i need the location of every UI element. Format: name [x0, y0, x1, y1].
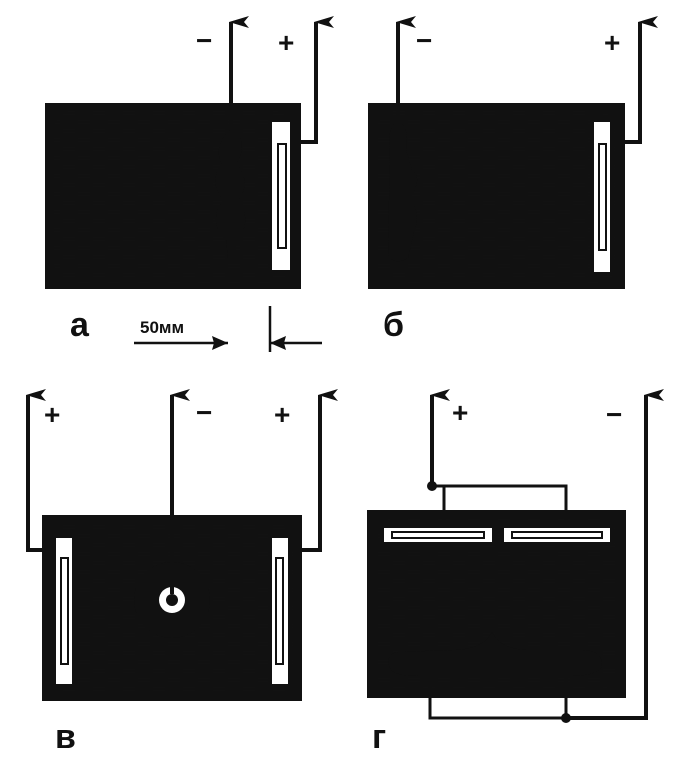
terminal-plus: +: [452, 397, 468, 428]
panel-label: б: [383, 306, 404, 344]
electrolyte: [54, 111, 292, 283]
cathode-workpiece: [388, 122, 418, 262]
terminal-plus-right: +: [274, 399, 290, 430]
terminal-minus: −: [416, 25, 432, 56]
terminal-plus-left: +: [44, 399, 60, 430]
panel-label: в: [55, 718, 76, 756]
panel-b: − + б: [368, 16, 658, 344]
scale-label: 50мм: [140, 318, 184, 337]
terminal-minus: −: [196, 25, 212, 56]
terminal-plus: +: [604, 27, 620, 58]
terminal-plus: +: [278, 27, 294, 58]
scale-bar: 50мм: [134, 306, 322, 352]
panel-label: а: [70, 306, 90, 344]
electrolyte: [376, 518, 617, 690]
panel-label: г: [372, 718, 386, 756]
panel-g: + − г: [367, 389, 664, 756]
panel-v: + − + в: [26, 389, 338, 756]
cathode-workpiece: [215, 128, 246, 258]
cathode-workpiece: [388, 632, 602, 676]
panel-a: − + а: [45, 16, 334, 344]
terminal-minus: −: [606, 399, 622, 430]
terminal-minus: −: [196, 397, 212, 428]
electrolyte: [377, 111, 616, 283]
